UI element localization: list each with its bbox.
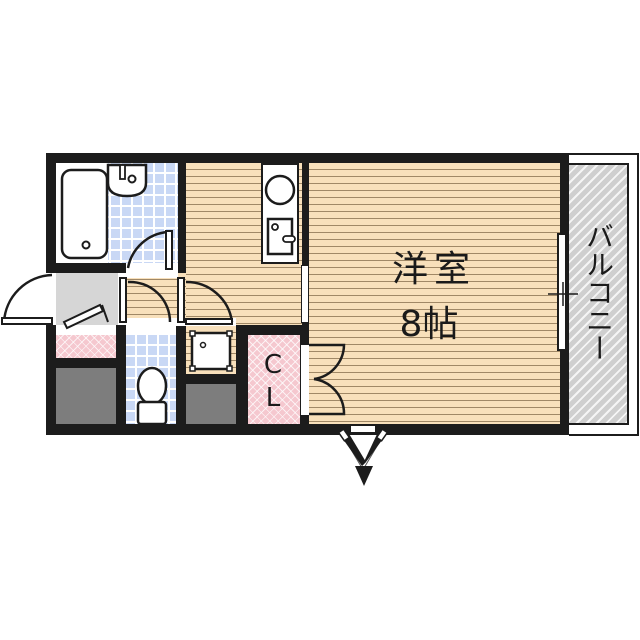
storage-left — [56, 368, 116, 424]
main-room-floor — [309, 163, 560, 425]
hall-opening — [126, 270, 178, 278]
balcony-window-sash — [548, 282, 578, 306]
partition-opening — [301, 265, 309, 323]
partition-wall — [302, 163, 309, 325]
kitchen-door[interactable] — [119, 277, 172, 323]
entrance-window — [350, 425, 376, 433]
toilet-icon — [136, 366, 168, 426]
closet-wall-left — [236, 325, 248, 425]
bathroom-door[interactable] — [126, 230, 173, 270]
shoe-area — [56, 335, 116, 358]
closet-doors[interactable] — [309, 343, 346, 416]
washer-wall — [186, 374, 236, 384]
toilet-wall-right — [176, 325, 186, 425]
bathtub-icon — [60, 168, 109, 260]
washbasin-icon — [106, 163, 148, 198]
main-room-type-label: 洋室 — [391, 249, 476, 290]
outer-wall-left-upper — [46, 153, 56, 273]
shoe-cabinet-door[interactable] — [62, 303, 109, 330]
entrance-arrow-icon — [337, 428, 389, 486]
bath-kitchen-wall — [178, 163, 186, 273]
closet-label-c: C — [263, 350, 283, 380]
balcony-label: バルコニー — [582, 222, 615, 362]
main-room-size-label: 8帖 — [399, 304, 459, 345]
closet-door-opening — [301, 345, 309, 415]
outer-wall-top — [46, 153, 569, 163]
balcony-floor — [569, 163, 629, 425]
storage-middle — [186, 384, 236, 424]
closet-floor — [248, 335, 300, 424]
washer-pan-icon — [189, 330, 233, 372]
bath-wall-bottom — [56, 263, 126, 273]
outer-wall-left-lower — [46, 325, 56, 435]
sink-icon — [266, 217, 296, 256]
closet-wall-top — [236, 325, 309, 335]
toilet-door[interactable] — [177, 277, 234, 325]
outer-wall-bottom — [46, 424, 569, 435]
entry-wall — [116, 325, 126, 425]
entrance-door[interactable] — [1, 273, 53, 325]
shoe-wall — [56, 358, 116, 368]
closet-label-l: L — [265, 383, 281, 413]
balcony-window[interactable] — [557, 233, 567, 351]
stove-icon — [264, 174, 296, 206]
